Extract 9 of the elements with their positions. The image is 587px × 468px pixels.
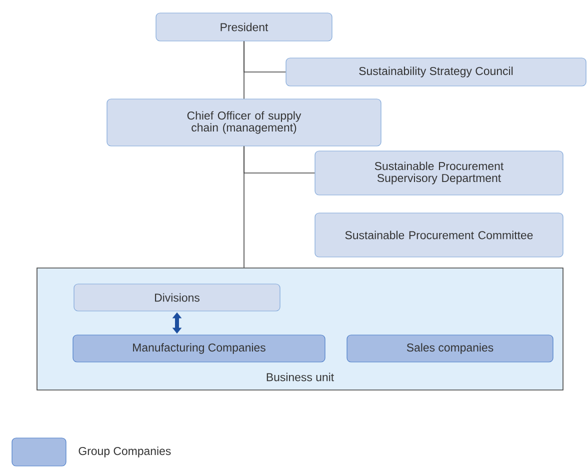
org-box: Divisions — [74, 284, 280, 312]
org-box: President — [156, 12, 332, 42]
org-box: Sustainability Strategy Council — [286, 58, 586, 86]
org-box: Sustainable Procurement Committee — [314, 212, 564, 258]
org-box: Sales companies — [346, 334, 554, 362]
org-box: Sustainable Procurement Supervisory Department — [314, 150, 564, 196]
org-box: Manufacturing Companies — [72, 334, 326, 362]
legend-text: Group Companies — [78, 446, 171, 458]
org-box: Chief Officer of supply chain (management) — [106, 98, 382, 146]
